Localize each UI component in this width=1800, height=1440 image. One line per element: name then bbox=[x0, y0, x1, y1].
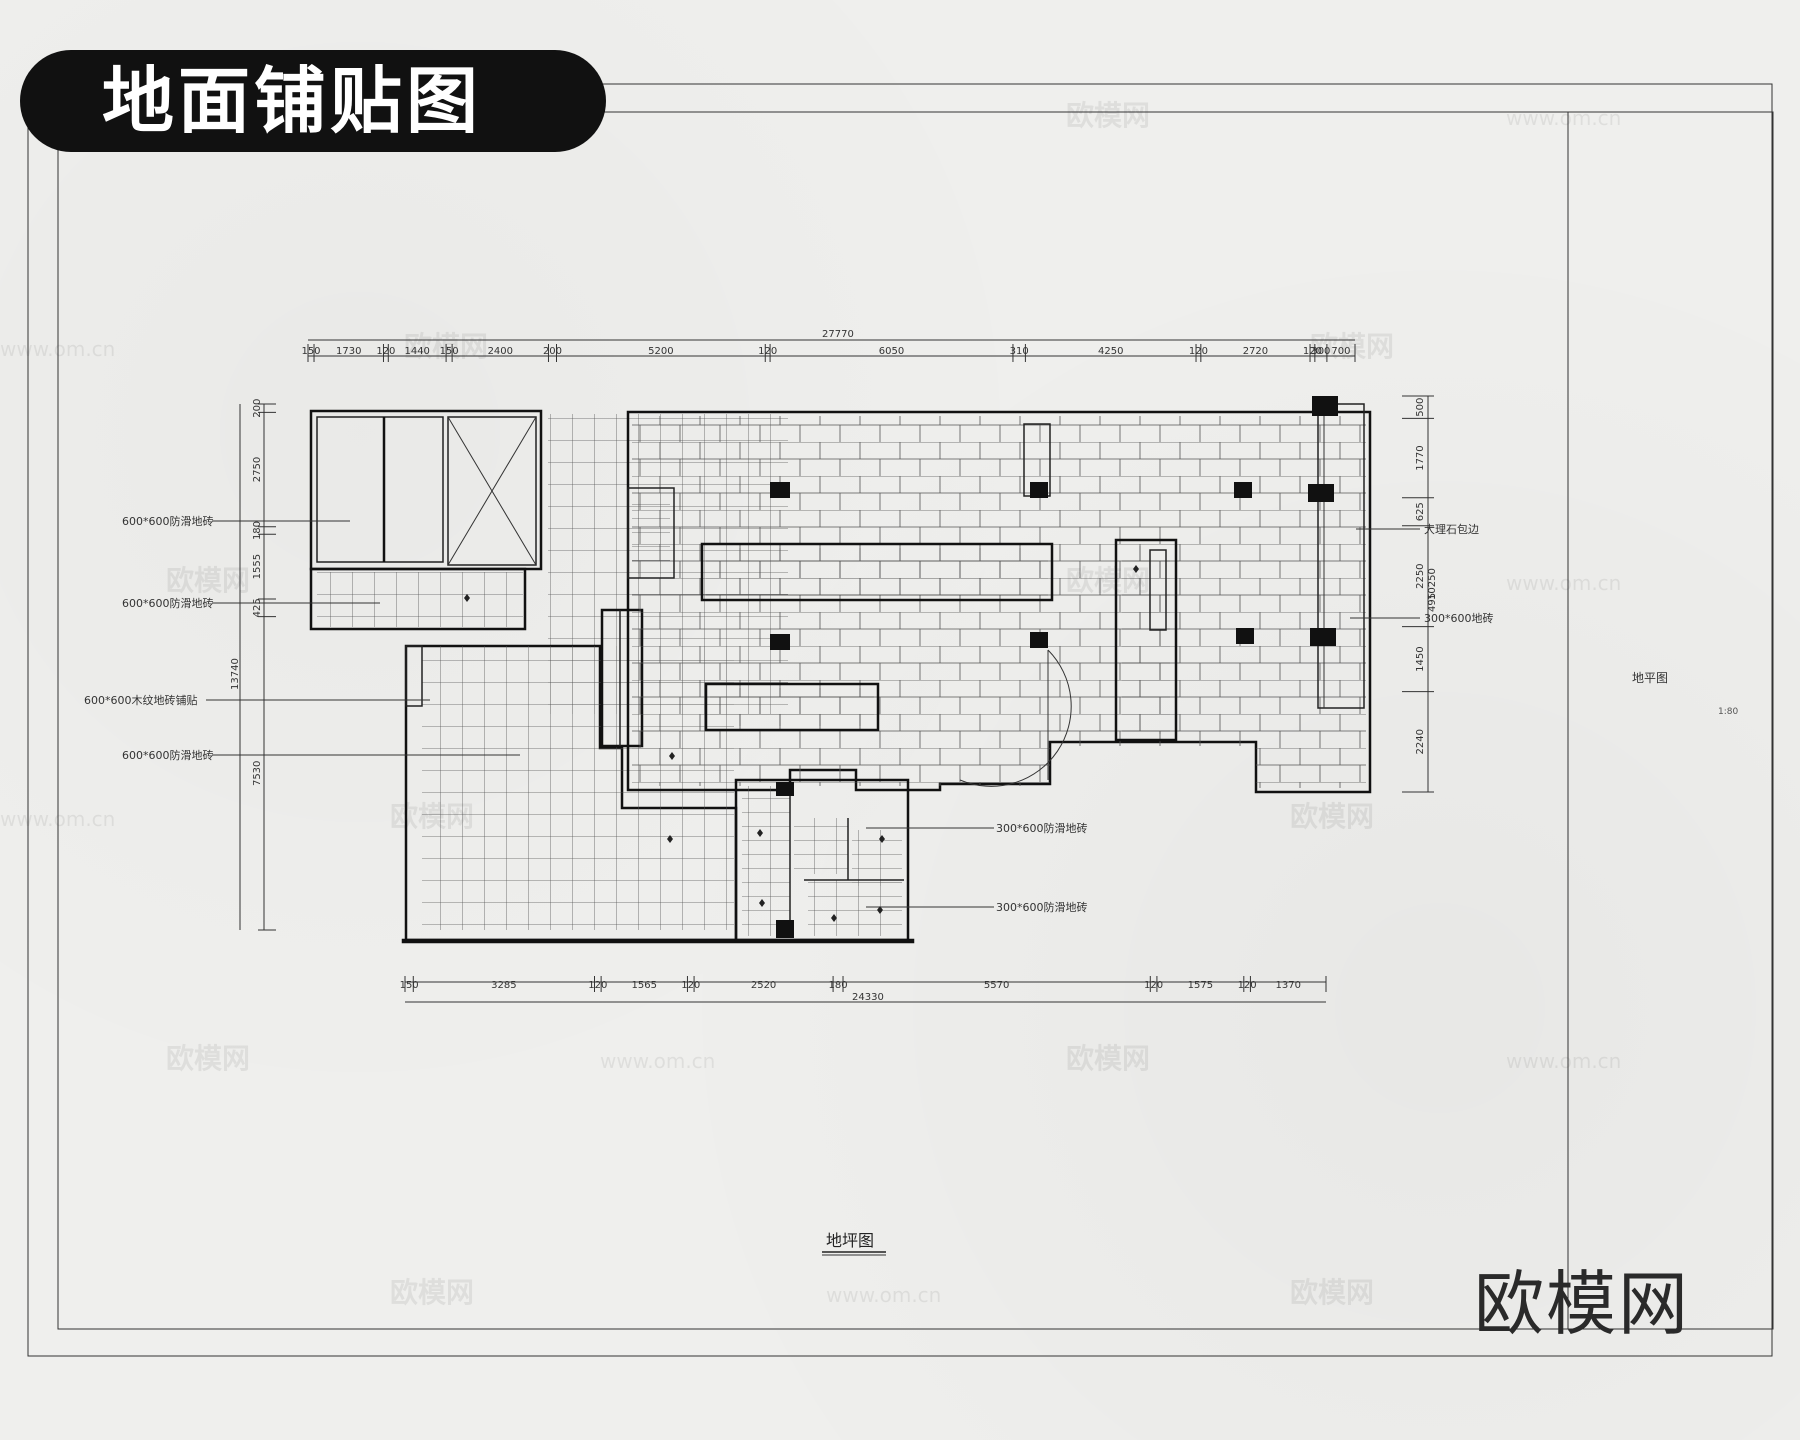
side-panel-title: 地平图 bbox=[1632, 671, 1668, 685]
plan-title-group: 地坪图 bbox=[822, 1231, 886, 1256]
annotation-6: 300*600防滑地砖 bbox=[996, 900, 1088, 914]
annotation-3: 600*600木纹地砖铺贴 bbox=[84, 693, 198, 707]
right-dimension-label: 1770 bbox=[1415, 445, 1426, 470]
inner-frame bbox=[57, 111, 1774, 1330]
svg-text:www.om.cn: www.om.cn bbox=[1506, 106, 1621, 130]
top-dimension-label: 120 bbox=[758, 346, 777, 357]
top-dimension-label: 1730 bbox=[336, 346, 361, 357]
left-dimension-label: 200 bbox=[252, 399, 263, 418]
bottom-dimension-label: 180 bbox=[829, 980, 848, 991]
svg-text:www.om.cn: www.om.cn bbox=[826, 1283, 941, 1307]
top-dimension-label: 310 bbox=[1010, 346, 1029, 357]
bottom-dimension-label: 1370 bbox=[1275, 980, 1300, 991]
annotation-1: 600*600防滑地砖 bbox=[122, 514, 214, 528]
bottom-dimension-label: 120 bbox=[1144, 980, 1163, 991]
top-dimension-label: 2720 bbox=[1243, 346, 1268, 357]
side-panel: 地平图 1:80 bbox=[1632, 671, 1738, 717]
top-dimension-label: 150 bbox=[440, 346, 459, 357]
right-dimension-chain: 500 1770 625 2250 1450 2240 495 10250 bbox=[1402, 395, 1438, 793]
svg-text:www.om.cn: www.om.cn bbox=[600, 1049, 715, 1073]
top-dimension-label: 120 bbox=[1303, 346, 1322, 357]
top-dimension-label: 120 bbox=[1189, 346, 1208, 357]
right-dimension-label: 625 bbox=[1415, 502, 1426, 521]
left-dimension-label: 180 bbox=[252, 521, 263, 540]
bottom-dimension-label: 2520 bbox=[751, 980, 776, 991]
annotation-4: 600*600防滑地砖 bbox=[122, 748, 214, 762]
right-extra-dimension-a: 495 bbox=[1427, 593, 1438, 612]
right-extra-dimension-b: 10250 bbox=[1427, 568, 1438, 600]
top-dimension-label: 300 bbox=[1311, 346, 1330, 357]
title-banner: 地面铺贴图 bbox=[20, 50, 606, 152]
annotation-labels: 600*600防滑地砖 600*600防滑地砖 600*600木纹地砖铺贴 60… bbox=[84, 514, 1494, 914]
plan-title: 地坪图 bbox=[826, 1231, 874, 1250]
top-dimension-label: 200 bbox=[543, 346, 562, 357]
top-dimension-label: 120 bbox=[376, 346, 395, 357]
floor-plan bbox=[309, 396, 1372, 944]
left-dimension-label: 7530 bbox=[252, 761, 263, 786]
top-dimension-label: 1440 bbox=[404, 346, 429, 357]
bottom-dimension-chain: 24330 150 3285 120 1565 120 2520 180 5570 120 157… bbox=[400, 976, 1327, 1003]
svg-text:www.om.cn: www.om.cn bbox=[1506, 571, 1621, 595]
svg-text:欧模网: 欧模网 bbox=[1290, 800, 1374, 833]
right-dimension-label: 1450 bbox=[1415, 646, 1426, 671]
annotation-7: 大理石包边 bbox=[1424, 522, 1479, 536]
svg-text:欧模网: 欧模网 bbox=[166, 564, 250, 597]
page-title: 地面铺贴图 bbox=[102, 59, 483, 143]
svg-text:欧模网: 欧模网 bbox=[1066, 1042, 1150, 1075]
brand-watermark: 欧模网 bbox=[1474, 1263, 1690, 1345]
bottom-dimension-label: 5570 bbox=[984, 980, 1009, 991]
bottom-dimension-label: 3285 bbox=[491, 980, 516, 991]
left-total-dimension: 13740 bbox=[230, 658, 241, 690]
left-dimension-label: 2750 bbox=[252, 457, 263, 482]
bottom-dimension-label: 150 bbox=[400, 980, 419, 991]
top-dimension-label: 4250 bbox=[1098, 346, 1123, 357]
bottom-dimension-label: 120 bbox=[1238, 980, 1257, 991]
bottom-dimension-label: 120 bbox=[681, 980, 700, 991]
top-dimension-label: 2400 bbox=[488, 346, 513, 357]
bottom-dimension-label: 1565 bbox=[632, 980, 657, 991]
annotation-8: 300*600地砖 bbox=[1424, 611, 1494, 625]
annotation-5: 300*600防滑地砖 bbox=[996, 821, 1088, 835]
svg-text:欧模网: 欧模网 bbox=[166, 1042, 250, 1075]
right-dimension-label: 2240 bbox=[1415, 729, 1426, 754]
top-dimension-label: 6050 bbox=[879, 346, 904, 357]
svg-text:欧模网: 欧模网 bbox=[1290, 1276, 1374, 1309]
top-dimension-label: 5200 bbox=[648, 346, 673, 357]
side-panel-scale: 1:80 bbox=[1718, 707, 1738, 717]
top-dimension-label: 700 bbox=[1331, 346, 1350, 357]
right-dimension-label: 500 bbox=[1415, 398, 1426, 417]
right-dimension-label: 2250 bbox=[1415, 563, 1426, 588]
outer-frame bbox=[27, 83, 1773, 1357]
bottom-dimension-label: 1575 bbox=[1188, 980, 1213, 991]
left-dimension-chain: 200 2750 180 1555 425 7530 13740 bbox=[230, 399, 276, 931]
bottom-dimension-label: 120 bbox=[588, 980, 607, 991]
annotation-2: 600*600防滑地砖 bbox=[122, 596, 214, 610]
annotation-leaders bbox=[206, 520, 1420, 908]
svg-text:欧模网: 欧模网 bbox=[1310, 330, 1394, 363]
left-dimension-label: 1555 bbox=[252, 554, 263, 579]
top-dimension-label: 150 bbox=[301, 346, 320, 357]
top-total-dimension: 27770 bbox=[822, 329, 854, 340]
svg-text:欧模网: 欧模网 bbox=[1066, 99, 1150, 132]
left-dimension-label: 425 bbox=[252, 598, 263, 617]
svg-text:欧模网: 欧模网 bbox=[390, 1276, 474, 1309]
top-dimension-chain: 27770 150 1730 120 1440 150 2400 200 5200 120 605… bbox=[301, 329, 1356, 362]
svg-text:www.om.cn: www.om.cn bbox=[1506, 1049, 1621, 1073]
bottom-total-dimension: 24330 bbox=[852, 992, 884, 1003]
